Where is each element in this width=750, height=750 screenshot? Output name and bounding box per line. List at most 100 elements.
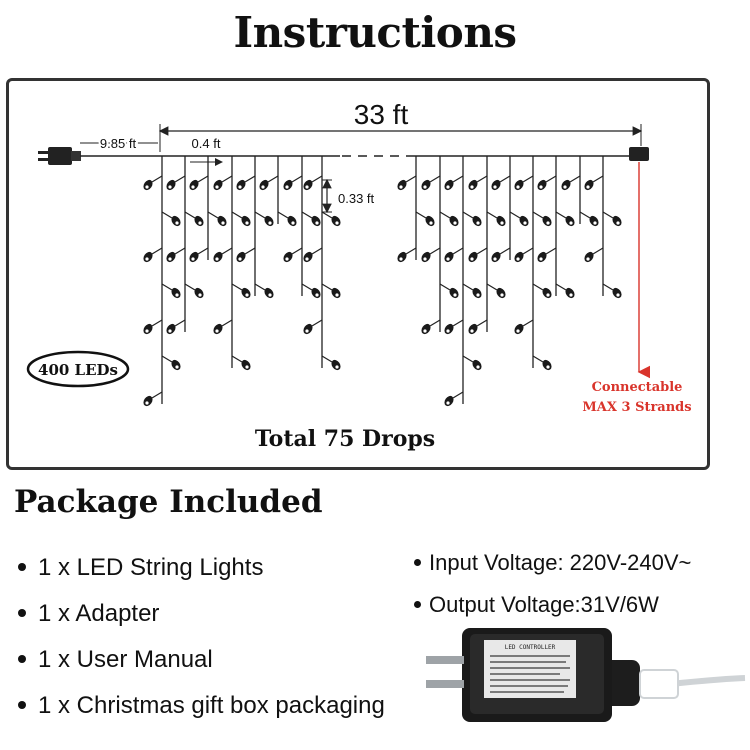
led-lead [301,211,313,219]
led-highlight [245,221,249,225]
led-highlight [305,329,309,333]
led-bulb-icon [283,179,293,191]
led-highlight [539,257,543,261]
led-highlight [453,221,457,225]
led-bulb-icon [468,179,478,191]
led-lead [452,319,464,327]
led-lead [462,211,474,219]
package-items-list: 1 x LED String Lights 1 x Adapter 1 x Us… [14,548,385,732]
led-bulb-icon [496,215,506,227]
led-lead [221,247,233,255]
led-lead [291,175,303,183]
led-bulb-icon [194,215,204,227]
total-length-label: 33 ft [354,99,409,130]
led-lead [244,175,256,183]
led-lead [321,355,333,363]
led-highlight [315,221,319,225]
led-bulb-icon [542,359,552,371]
led-lead [161,211,173,219]
led-bulb-icon [283,251,293,263]
led-highlight [335,221,339,225]
led-highlight [429,221,433,225]
bullet-icon [18,700,26,709]
led-spacing-label: 0.33 ft [338,191,375,206]
led-bulb-icon [311,287,321,299]
led-lead [291,247,303,255]
led-bulb-icon [449,215,459,227]
led-lead [151,247,163,255]
led-highlight [245,365,249,369]
led-lead [486,283,498,291]
led-highlight [145,257,149,261]
led-bulb-icon [472,215,482,227]
led-highlight [191,185,195,189]
led-bulb-icon [171,287,181,299]
led-lead [532,211,544,219]
led-highlight [315,293,319,297]
led-lead [301,283,313,291]
led-lead [267,175,279,183]
led-highlight [569,293,573,297]
led-lead [499,175,511,183]
led-bulb-icon [584,179,594,191]
led-highlight [500,293,504,297]
led-highlight [516,329,520,333]
led-lead [311,247,323,255]
led-bulb-icon [514,323,524,335]
led-highlight [453,293,457,297]
led-lead [254,283,266,291]
led-lead [197,247,209,255]
led-highlight [168,329,172,333]
led-highlight [198,221,202,225]
led-bulb-icon [166,251,176,263]
led-bulb-icon [472,359,482,371]
led-bulb-icon [264,287,274,299]
led-bulb-icon [589,215,599,227]
led-bulb-icon [143,179,153,191]
led-highlight [539,185,543,189]
output-voltage-item: Output Voltage:31V/6W [410,587,691,629]
led-highlight [268,221,272,225]
led-highlight [476,221,480,225]
led-highlight [335,293,339,297]
led-bulb-icon [542,215,552,227]
led-lead [579,211,591,219]
male-plug-icon [38,147,81,165]
list-item: 1 x Christmas gift box packaging [14,686,385,732]
led-highlight [546,221,550,225]
led-lead [174,319,186,327]
led-bulb-icon [213,179,223,191]
list-item: 1 x LED String Lights [14,548,385,594]
led-lead [429,247,441,255]
led-lead [602,283,614,291]
bullet-icon [414,600,421,608]
led-highlight [238,257,242,261]
led-lead [545,175,557,183]
led-lead [151,175,163,183]
bullet-icon [18,562,26,571]
led-bulb-icon [166,179,176,191]
led-highlight [446,185,450,189]
input-voltage-item: Input Voltage: 220V-240V~ [410,545,691,587]
led-bulb-icon [166,323,176,335]
icicle-drops [143,156,622,407]
led-lead [221,175,233,183]
led-highlight [145,329,149,333]
led-highlight [261,185,265,189]
led-highlight [470,257,474,261]
led-bulb-icon [496,287,506,299]
led-lead [231,283,243,291]
adapter-brand-label: LED CONTROLLER [505,644,556,651]
led-bulb-icon [194,287,204,299]
led-lead [592,175,604,183]
led-lead [184,211,196,219]
max-strands-label: MAX 3 Strands [582,400,691,415]
led-lead [429,319,441,327]
led-bulb-icon [542,287,552,299]
led-lead [555,211,567,219]
led-lead [151,319,163,327]
led-lead [415,211,427,219]
led-bulb-icon [241,359,251,371]
led-highlight [586,185,590,189]
led-highlight [268,293,272,297]
